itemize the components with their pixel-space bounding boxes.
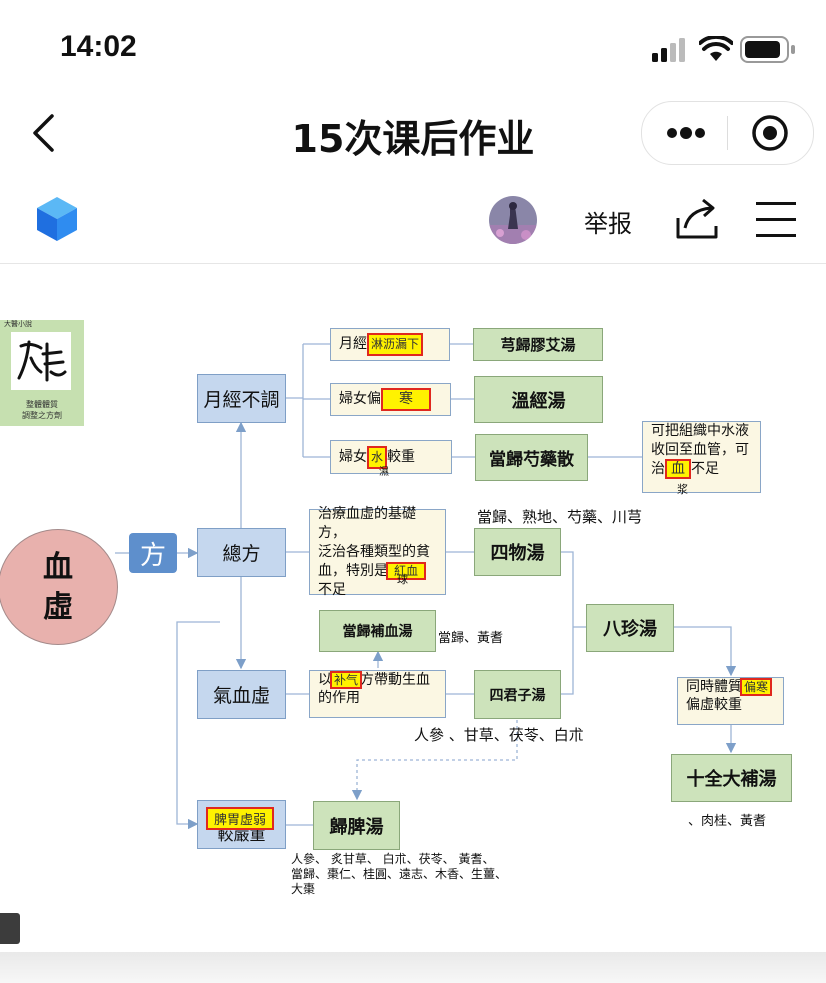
calligraphy-icon [17,340,67,382]
ingredients-guipi: 人參、 炙甘草、 白朮、茯苓、 黃耆、 當歸、棗仁、桂圓、遠志、木香、生薑、 大… [291,852,507,897]
formula-wenjing: 溫經湯 [474,376,603,423]
cond-han: 婦女偏 寒 [330,383,451,416]
cond-pianhan-prefix: 同時體質 [686,679,742,695]
logo-top-text: 大醫小說 [4,320,32,328]
connector-lines [115,343,737,830]
highlight-hongxue: 紅血 [385,561,427,580]
cond-han-prefix: 婦女偏 [339,391,381,407]
logo-caption-line2: 調整之方劑 [22,411,62,420]
ingredients-guipi-line2: 當歸、棗仁、桂圓、遠志、木香、生薑、 [291,867,508,881]
logo-card: 大醫小說 整體體質 調整之方劑 [0,320,84,426]
ingredients-shiquan: 、肉桂、黃耆 [688,814,767,829]
more-icon[interactable] [666,126,706,140]
desc-below: 球 [397,573,408,586]
calligraphy-logo [11,332,71,390]
desc-line3: 血，特別是紅血 [318,561,427,581]
mindmap-diagram: 大醫小說 整體體質 調整之方劑 血 虛 方 月經不調 總方 氣血虛 脾胃虚弱 較… [0,284,826,952]
toolbar-divider [0,263,826,264]
cond-pianhan: 同時體質偏寒 偏虛較重 [677,677,784,725]
cond-xuejiang-line3: 治血不足 [651,459,719,479]
page-bottom-edge [0,952,826,983]
cond-pianhan-line2: 偏虛較重 [686,697,742,713]
cond-buqi-line1: 以补气方帶動生血 [318,671,430,689]
close-mini-program-icon[interactable] [751,114,789,152]
formula-xiongguijiaoai: 芎歸膠艾湯 [473,328,603,361]
formula-bazhen: 八珍湯 [586,604,674,652]
formula-guipi: 歸脾湯 [313,801,400,850]
cond-xuejiang-prefix: 治 [651,461,665,477]
desc-line2: 泛治各種類型的貧 [318,543,430,560]
root-label-line2: 虛 [43,590,73,625]
node-piwei: 脾胃虚弱 較嚴重 [197,800,286,849]
highlight-piwei: 脾胃虚弱 [205,807,275,830]
highlight-linli: 淋沥漏下 [366,333,424,356]
cond-shui-suffix: 較重 [387,448,416,465]
desc-line1: 治療血虛的基礎方， [318,505,416,541]
node-zongfang: 總方 [197,528,286,577]
cond-xuejiang-suffix: 不足 [691,461,719,477]
hamburger-menu-icon[interactable] [756,201,796,239]
formula-siwu: 四物湯 [474,528,561,576]
cond-xuejiang-below: 浆 [677,483,688,496]
cond-xuejiang-line1: 可把組織中水液 [651,423,749,439]
cond-pianhan-line1: 同時體質偏寒 [686,678,773,696]
desc-siwu: 治療血虛的基礎方， 泛治各種類型的貧 血，特別是紅血 不足 球 [309,506,446,598]
formula-shiquandabu: 十全大補湯 [671,754,792,802]
cond-xuejiang: 可把組織中水液 收回至血管，可 治血不足 浆 [642,421,761,496]
cond-shui-prefix: 婦女 [339,448,367,465]
logo-caption-line1: 整體體質 [26,400,58,409]
ingredients-guipi-line3: 大棗 [291,882,316,896]
capsule-menu [641,101,814,165]
wifi-icon [699,36,733,61]
ingredients-guipi-line1: 人參、 炙甘草、 白朮、茯苓、 黃耆、 [291,852,495,866]
cond-linli-prefix: 月經 [339,336,367,352]
formula-sijunzi: 四君子湯 [474,670,561,719]
cond-buqi: 以补气方帶動生血 的作用 [309,670,446,718]
app-logo-icon [37,197,77,241]
cond-xuejiang-line2: 收回至血管，可 [651,442,749,458]
side-handle[interactable] [0,913,20,944]
cond-buqi-prefix: 以 [318,672,332,688]
root-node: 血 虛 [0,529,118,645]
root-label: 血 虛 [0,548,117,628]
cond-buqi-suffix: 方帶動生血 [360,672,431,688]
ingredients-siwu: 當歸、熟地、芍藥、川芎 [477,508,643,526]
ingredients-dangguibuxue: 當歸、黃耆 [438,631,504,646]
back-icon[interactable] [30,114,56,152]
node-piwei-label: 較嚴重 [217,825,266,844]
highlight-xue: 血 [665,459,691,479]
share-icon[interactable] [675,196,719,240]
formula-dangguibuxue: 當歸補血湯 [319,610,436,652]
highlight-buqi: 补气 [329,671,363,689]
status-time: 14:02 [60,30,137,63]
cond-shui: 婦女 水 較重 濕 [330,440,452,478]
node-qixuexu: 氣血虛 [197,670,286,719]
highlight-shui: 水 [366,445,388,469]
desc-line3-prefix: 血，特別是 [318,562,388,579]
avatar[interactable] [488,195,538,245]
battery-icon [740,36,795,63]
ingredients-sijunzi: 人參 、甘草、茯苓、白朮 [414,726,584,744]
report-link[interactable]: 举报 [584,210,632,238]
desc-line4: 不足 [318,581,346,598]
fang-tag: 方 [129,533,177,573]
cond-shui-below: 濕 [379,467,389,478]
cond-buqi-line2: 的作用 [318,690,360,706]
logo-caption: 整體體質 調整之方劑 [0,399,84,421]
root-label-line1: 血 [43,550,73,585]
page-title: 15次课后作业 [291,117,535,161]
highlight-pianhan: 偏寒 [739,678,773,696]
capsule-divider [727,116,728,150]
node-yuejing: 月經不調 [197,374,286,423]
cond-linli: 月經 淋沥漏下 [330,328,450,361]
signal-icon [652,38,685,62]
formula-dangguishaoyao: 當歸芍藥散 [475,434,588,481]
highlight-han: 寒 [381,388,431,411]
